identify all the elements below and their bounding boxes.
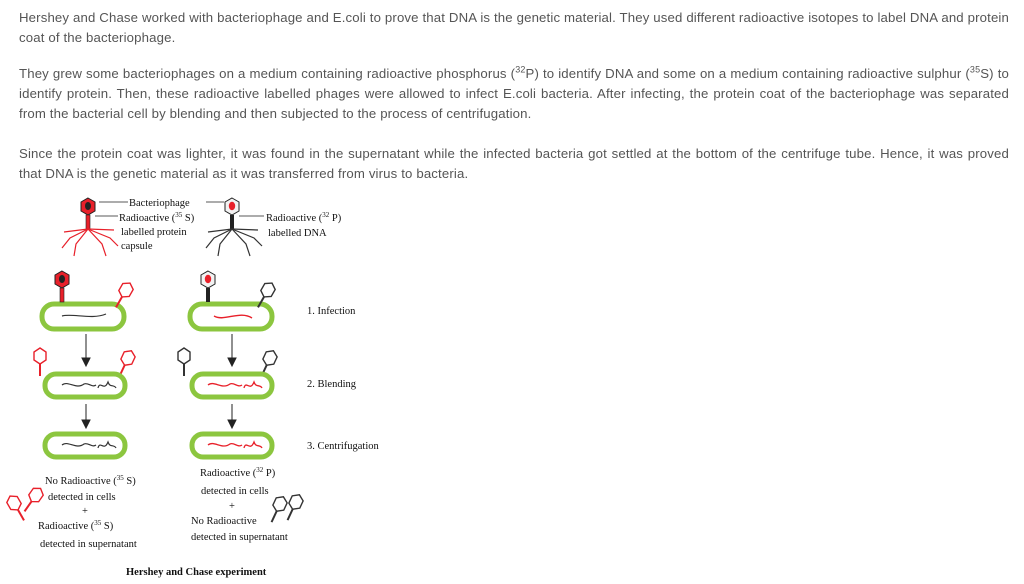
right-result-line1: Radioactive (32 P)	[200, 466, 276, 479]
supernatant-dna-free-ghosts-icon	[265, 491, 306, 526]
method-text-b: P) to identify DNA and some on a medium …	[525, 66, 970, 81]
arrow-down-icon	[227, 334, 237, 368]
dna-label-line1: Radioactive (32 P)	[266, 211, 342, 224]
protein-label-line3: capsule	[121, 241, 153, 252]
right-result-line3: No Radioactive	[191, 516, 257, 527]
left-blending-bacterium	[42, 371, 128, 400]
method-text-c: S) to identify protein. Then, these radi…	[19, 66, 1009, 121]
phage-protein-labelled-icon	[61, 197, 119, 257]
left-centrifuge-bacterium	[42, 431, 128, 460]
step-blending-label: 2. Blending	[307, 379, 357, 390]
method-text-a: They grew some bacteriophages on a mediu…	[19, 66, 516, 81]
arrow-down-icon	[81, 404, 91, 430]
protein-label-line1: Radioactive (35 S)	[119, 211, 195, 224]
right-result-line2: detected in cells	[201, 486, 269, 497]
right-infecting-phage-icon	[200, 270, 216, 303]
arrow-down-icon	[227, 404, 237, 430]
left-infecting-phage-icon	[54, 270, 70, 303]
left-result-plus: +	[82, 506, 88, 517]
method-paragraph: They grew some bacteriophages on a mediu…	[19, 64, 1009, 124]
right-result-line4: detected in supernatant	[191, 532, 288, 543]
arrow-down-icon	[81, 334, 91, 368]
intro-paragraph: Hershey and Chase worked with bacterioph…	[19, 10, 1009, 45]
step-infection-label: 1. Infection	[307, 306, 356, 317]
sulphur-isotope-sup: 35	[969, 64, 981, 75]
figure-caption: Hershey and Chase experiment	[126, 567, 267, 578]
conclusion-paragraph: Since the protein coat was lighter, it w…	[19, 146, 1009, 181]
supernatant-protein-ghosts-icon	[3, 484, 47, 525]
left-result-line3: Radioactive (35 S)	[38, 519, 114, 532]
bacteriophage-label: Bacteriophage	[129, 198, 190, 209]
left-infection-bacterium	[39, 301, 127, 332]
dna-label-line2: labelled DNA	[268, 228, 327, 239]
right-result-plus: +	[229, 501, 235, 512]
right-centrifuge-bacterium	[189, 431, 275, 460]
phosphorus-isotope-sup: 32	[515, 64, 526, 75]
right-blending-phage-ghost-icon	[177, 347, 191, 377]
step-centrifugation-label: 3. Centrifugation	[307, 441, 379, 452]
protein-label-line2: labelled protein	[121, 227, 187, 238]
right-blending-bacterium	[189, 371, 275, 400]
phage-dna-labelled-icon	[205, 197, 263, 257]
right-infection-bacterium	[187, 301, 275, 332]
left-result-line2: detected in cells	[48, 492, 116, 503]
left-blending-phage-ghost-icon	[33, 347, 47, 377]
left-result-line4: detected in supernatant	[40, 539, 137, 550]
left-result-line1: No Radioactive (35 S)	[45, 474, 136, 487]
